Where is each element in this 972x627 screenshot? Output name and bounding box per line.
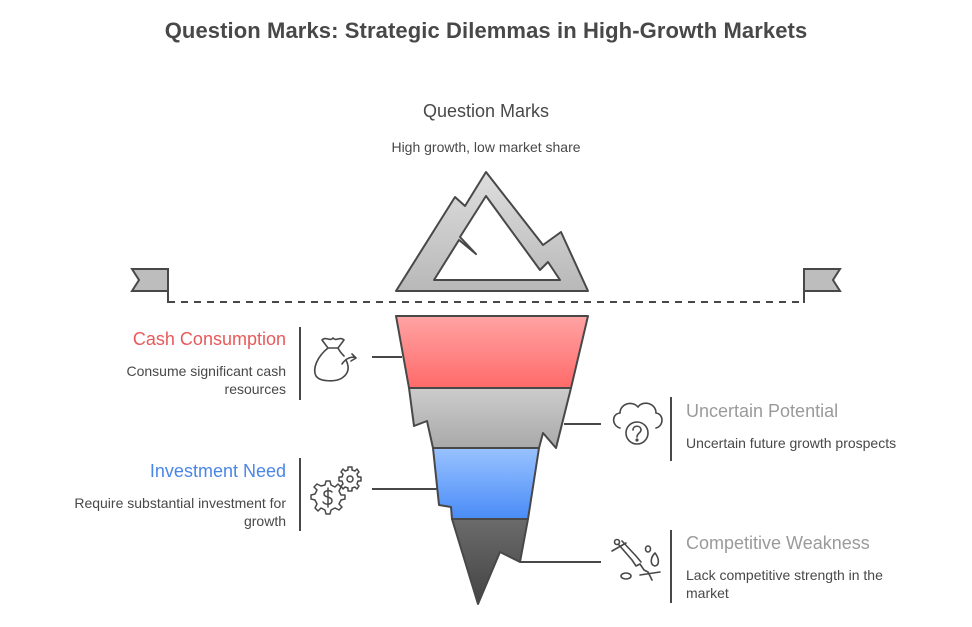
money-bag-icon (313, 337, 357, 382)
item-cash-consumption: Cash Consumption Consume significant cas… (36, 329, 286, 398)
iceberg-tip-subtitle: High growth, low market share (391, 139, 581, 155)
item-title: Cash Consumption (132, 329, 286, 349)
layer-uncertain-potential (408, 387, 572, 449)
item-description: Require substantial investment for growt… (74, 495, 286, 529)
iceberg-tip-label: Question Marks (422, 101, 550, 121)
layer-investment-need (432, 447, 540, 520)
item-description: Lack competitive strength in the market (686, 567, 883, 601)
separator-uncertain (670, 397, 672, 461)
item-title: Uncertain Potential (686, 401, 839, 421)
mountain-peak-icon (395, 171, 589, 292)
item-description: Consume significant cash resources (126, 363, 286, 397)
waterline-flag-left (130, 268, 169, 303)
layer-competitive-weakness (451, 518, 529, 605)
gear-dollar-icon (310, 466, 362, 515)
item-uncertain-potential: Uncertain Potential Uncertain future gro… (686, 401, 946, 452)
page-title: Question Marks: Strategic Dilemmas in Hi… (164, 18, 808, 43)
item-title: Investment Need (149, 461, 286, 481)
separator-investment (299, 458, 301, 531)
separator-competitive (670, 530, 672, 603)
cloud-question-icon (612, 402, 663, 445)
item-investment-need: Investment Need Require substantial inve… (36, 461, 286, 530)
separator-cash (299, 327, 301, 400)
item-description: Uncertain future growth prospects (686, 435, 897, 451)
layer-cash-consumption (395, 315, 589, 389)
item-title: Competitive Weakness (686, 533, 870, 553)
waterline-flag-right (803, 268, 842, 303)
broken-sword-icon (611, 538, 661, 581)
item-competitive-weakness: Competitive Weakness Lack competitive st… (686, 533, 926, 602)
